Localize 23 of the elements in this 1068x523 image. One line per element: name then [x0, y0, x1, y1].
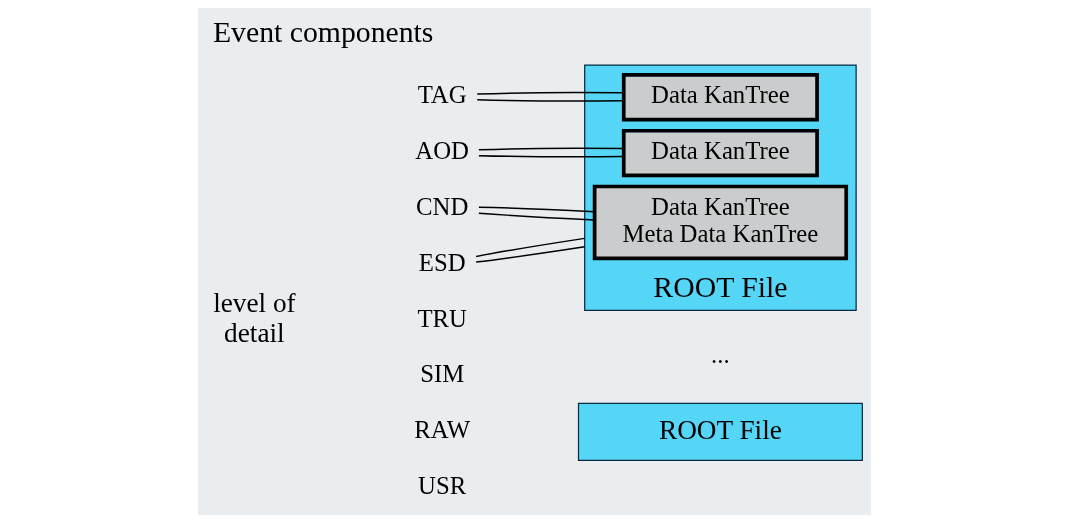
label: level of detail	[212, 288, 296, 349]
label: USR	[417, 471, 466, 499]
label: TRU	[416, 304, 467, 332]
node-box: Data KanTree	[621, 128, 819, 178]
connector	[474, 237, 585, 258]
connector	[474, 246, 585, 263]
connector	[475, 91, 624, 95]
node-text: CND	[415, 193, 468, 221]
diagram-title: Event components	[212, 14, 433, 48]
node-text: ESD	[418, 248, 466, 276]
node-box: Data KanTree Meta Data KanTree	[592, 184, 848, 261]
label: RAW	[413, 416, 470, 444]
connector	[477, 147, 624, 151]
connector	[477, 212, 595, 221]
node-box: ROOT File	[577, 402, 863, 462]
node-text: AOD	[414, 137, 469, 165]
connector	[477, 154, 624, 158]
label: SIM	[419, 360, 464, 388]
node-box: Data KanTree	[621, 73, 819, 122]
label: ...	[710, 340, 730, 368]
connector	[475, 99, 624, 102]
node-text: TAG	[417, 81, 467, 109]
connector	[477, 206, 595, 213]
